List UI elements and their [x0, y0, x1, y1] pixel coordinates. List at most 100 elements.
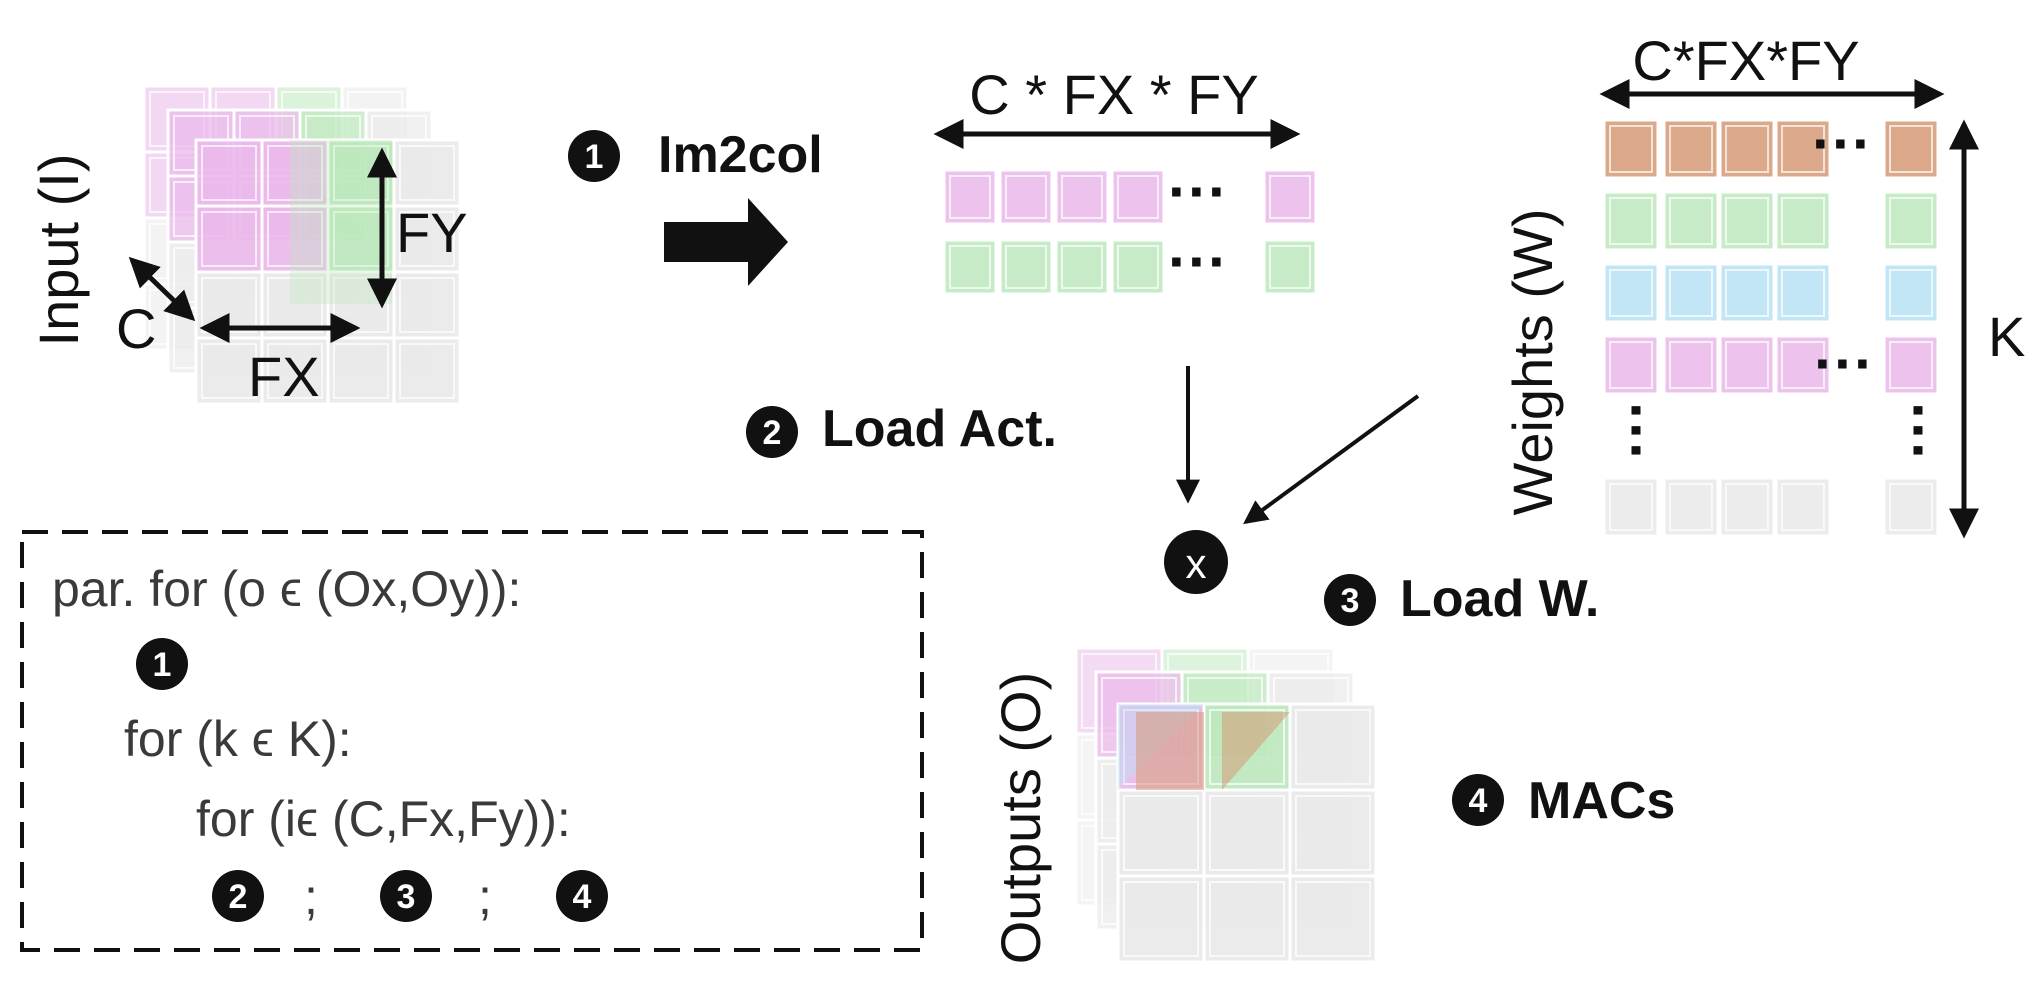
output-cell-bevel	[1295, 709, 1371, 785]
input-cell-bevel	[267, 343, 323, 399]
weights-cell-orange-bevel	[1609, 125, 1653, 173]
input-cell	[392, 138, 462, 208]
step2-number: 2	[763, 414, 782, 452]
weights-cell-orange-bevel	[1725, 125, 1769, 173]
code-separator-2: ;	[478, 869, 492, 925]
output-cell	[1202, 788, 1292, 878]
weights-to-mult-arrow	[1243, 394, 1420, 525]
output-cell	[1288, 702, 1378, 792]
code-step3-badge	[380, 870, 432, 922]
pseudocode-frame	[20, 530, 924, 952]
im2col-label: Im2col	[658, 126, 823, 184]
code-step3-number: 3	[397, 878, 416, 916]
weights-cell-gray	[1774, 476, 1832, 538]
im2col-cell-pink-bevel	[1005, 175, 1047, 219]
input-cell	[194, 204, 264, 274]
weights-cell-gray-bevel	[1669, 483, 1713, 531]
weights-cell-gray-bevel	[1889, 483, 1933, 531]
input-cell-bevel	[201, 145, 257, 201]
output-cell	[1116, 788, 1206, 878]
code-step4-number: 4	[573, 878, 592, 916]
weights-cell-pink	[1882, 334, 1940, 396]
output-cell-bevel	[1295, 795, 1371, 871]
weights-cell-blue-bevel	[1889, 269, 1933, 317]
step3-badge	[1324, 574, 1376, 626]
input-cell-bevel	[399, 277, 455, 333]
im2col-cell-pink-bevel	[949, 175, 991, 219]
weights-cells	[1602, 118, 1940, 538]
input-cell	[194, 138, 264, 208]
c-label: C	[116, 297, 156, 360]
weights-cell-gray	[1662, 476, 1720, 538]
weights-cell-orange	[1602, 118, 1660, 180]
output-cell-bevel	[1209, 795, 1285, 871]
step3-number: 3	[1341, 582, 1360, 620]
im2col-cells	[942, 168, 1318, 296]
weights-cell-green-bevel	[1669, 197, 1713, 245]
im2col-cell-green-bevel	[1061, 245, 1103, 289]
weights-cell-blue	[1662, 262, 1720, 324]
weights-cell-green	[1602, 190, 1660, 252]
weights-cell-gray-bevel	[1609, 483, 1653, 531]
k-label: K	[1988, 305, 2025, 368]
output-cell-bevel	[1123, 881, 1199, 957]
im2col-cell-pink-bevel	[1269, 175, 1311, 219]
code-step4-badge	[556, 870, 608, 922]
load-w-label: Load W.	[1400, 570, 1599, 628]
weights-cell-orange	[1662, 118, 1720, 180]
weights-cell-pink-bevel	[1725, 341, 1769, 389]
weights-dots-row4: ···	[1814, 330, 1874, 397]
im2col-cell-pink	[1110, 168, 1166, 226]
c-arrow	[128, 256, 196, 322]
im2col-cell-green	[1054, 238, 1110, 296]
macs-label: MACs	[1528, 772, 1675, 830]
weights-cell-blue	[1718, 262, 1776, 324]
im2col-cell-green-bevel	[1117, 245, 1159, 289]
weights-cell-gray-bevel	[1725, 483, 1769, 531]
weights-cell-orange	[1882, 118, 1940, 180]
weights-cell-green-bevel	[1609, 197, 1653, 245]
input-cell-bevel	[399, 343, 455, 399]
output-cell	[1116, 874, 1206, 964]
weights-cell-green-bevel	[1889, 197, 1933, 245]
weights-cell-orange-bevel	[1781, 125, 1825, 173]
weights-cell-pink-bevel	[1669, 341, 1713, 389]
weights-cell-blue	[1882, 262, 1940, 324]
output-cell	[1288, 874, 1378, 964]
output-cell-bevel	[1295, 881, 1371, 957]
weights-cell-blue-bevel	[1781, 269, 1825, 317]
weights-vdots-left: ···	[1603, 402, 1670, 462]
input-cell	[326, 336, 396, 406]
code-step2-number: 2	[229, 878, 248, 916]
weights-cell-green-bevel	[1725, 197, 1769, 245]
im2col-cell-green-bevel	[949, 245, 991, 289]
weights-label: Weights (W)	[1501, 209, 1564, 516]
im2col-cell-pink	[1054, 168, 1110, 226]
step1-badge	[568, 130, 620, 182]
weights-cell-pink-bevel	[1781, 341, 1825, 389]
code-line-for-i: for (iϵ (C,Fx,Fy)):	[196, 791, 571, 847]
code-step1-badge	[136, 638, 188, 690]
weights-cell-green	[1662, 190, 1720, 252]
code-separator-1: ;	[304, 869, 318, 925]
weights-cell-orange-bevel	[1889, 125, 1933, 173]
weights-cell-orange-bevel	[1669, 125, 1713, 173]
input-cell-bevel	[201, 211, 257, 267]
weights-cell-gray	[1882, 476, 1940, 538]
im2col-matrix: C * FX * FY ··· ···	[933, 63, 1318, 296]
weights-matrix: C*FX*FY Weights (W) K ··· ··· ··· ···	[1501, 29, 2025, 539]
weights-cell-orange	[1718, 118, 1776, 180]
output-cell	[1202, 874, 1292, 964]
input-cell-bevel	[333, 343, 389, 399]
load-act-label: Load Act.	[822, 400, 1057, 458]
pseudocode-box: par. for (o ϵ (Ox,Oy)): 1 for (k ϵ K): f…	[20, 530, 924, 952]
weights-cell-blue-bevel	[1725, 269, 1769, 317]
input-cell	[392, 270, 462, 340]
im2col-dim-label: C * FX * FY	[969, 63, 1258, 126]
output-cell-bevel	[1209, 709, 1285, 785]
input-cell-bevel	[267, 211, 323, 267]
weights-dots-row1: ···	[1812, 110, 1872, 177]
weights-cell-green	[1718, 190, 1776, 252]
code-step1-number: 1	[153, 646, 172, 684]
im2col-cell-green-bevel	[1269, 245, 1311, 289]
